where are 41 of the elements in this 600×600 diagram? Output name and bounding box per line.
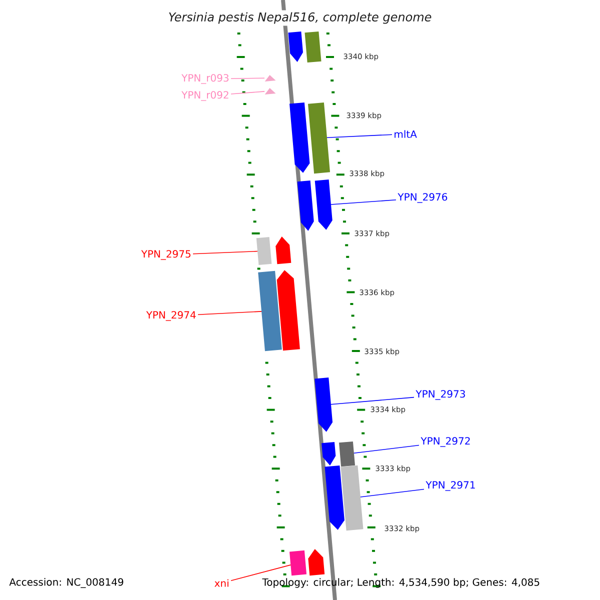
leader-line — [230, 91, 265, 94]
gene-label: YPN_2975 — [141, 250, 190, 260]
gene-label: YPN_2974 — [146, 311, 196, 321]
gene-feature — [314, 180, 332, 230]
leader-line — [192, 250, 258, 254]
leader-line — [330, 200, 396, 205]
accession-text: Accession: NC_008149 — [9, 578, 124, 588]
title: Yersinia pestis Nepal516, complete genome — [166, 10, 434, 26]
gene-box — [289, 550, 307, 576]
gene-label: YPN_2972 — [420, 437, 470, 447]
leader-line — [330, 396, 414, 405]
gene-box — [304, 31, 322, 63]
gene-box — [258, 270, 282, 352]
gene-feature — [276, 270, 300, 351]
gene-feature — [314, 378, 333, 432]
gene-box — [340, 465, 364, 531]
leader-line — [230, 78, 265, 79]
gene-feature — [297, 180, 314, 231]
gene-triangle — [264, 88, 276, 94]
gene-box — [338, 441, 356, 467]
gene-triangle — [264, 75, 276, 82]
gene-box — [256, 237, 272, 266]
leader-line — [230, 564, 292, 581]
leader-line — [354, 444, 420, 454]
gene-feature — [276, 236, 292, 264]
gene-label: YPN_2971 — [426, 481, 475, 491]
gene-feature — [308, 549, 325, 576]
gene-label: YPN_r092 — [181, 91, 228, 101]
gene-label: YPN_2973 — [416, 390, 465, 400]
leader-line — [198, 311, 262, 316]
gene-label: xni — [214, 579, 228, 587]
gene-feature — [289, 102, 310, 173]
gene-label: mltA — [394, 130, 417, 138]
gene-feature — [322, 442, 336, 466]
gene-label: YPN_2976 — [398, 193, 448, 203]
gene-box — [308, 102, 330, 174]
gene-feature — [288, 32, 303, 62]
genome-info-text: Topology: circular; Length: 4,534,590 bp; Genes: 4,085 — [262, 578, 540, 588]
gene-label: YPN_r093 — [181, 74, 228, 84]
leader-line — [326, 134, 392, 138]
leader-line — [360, 488, 424, 498]
